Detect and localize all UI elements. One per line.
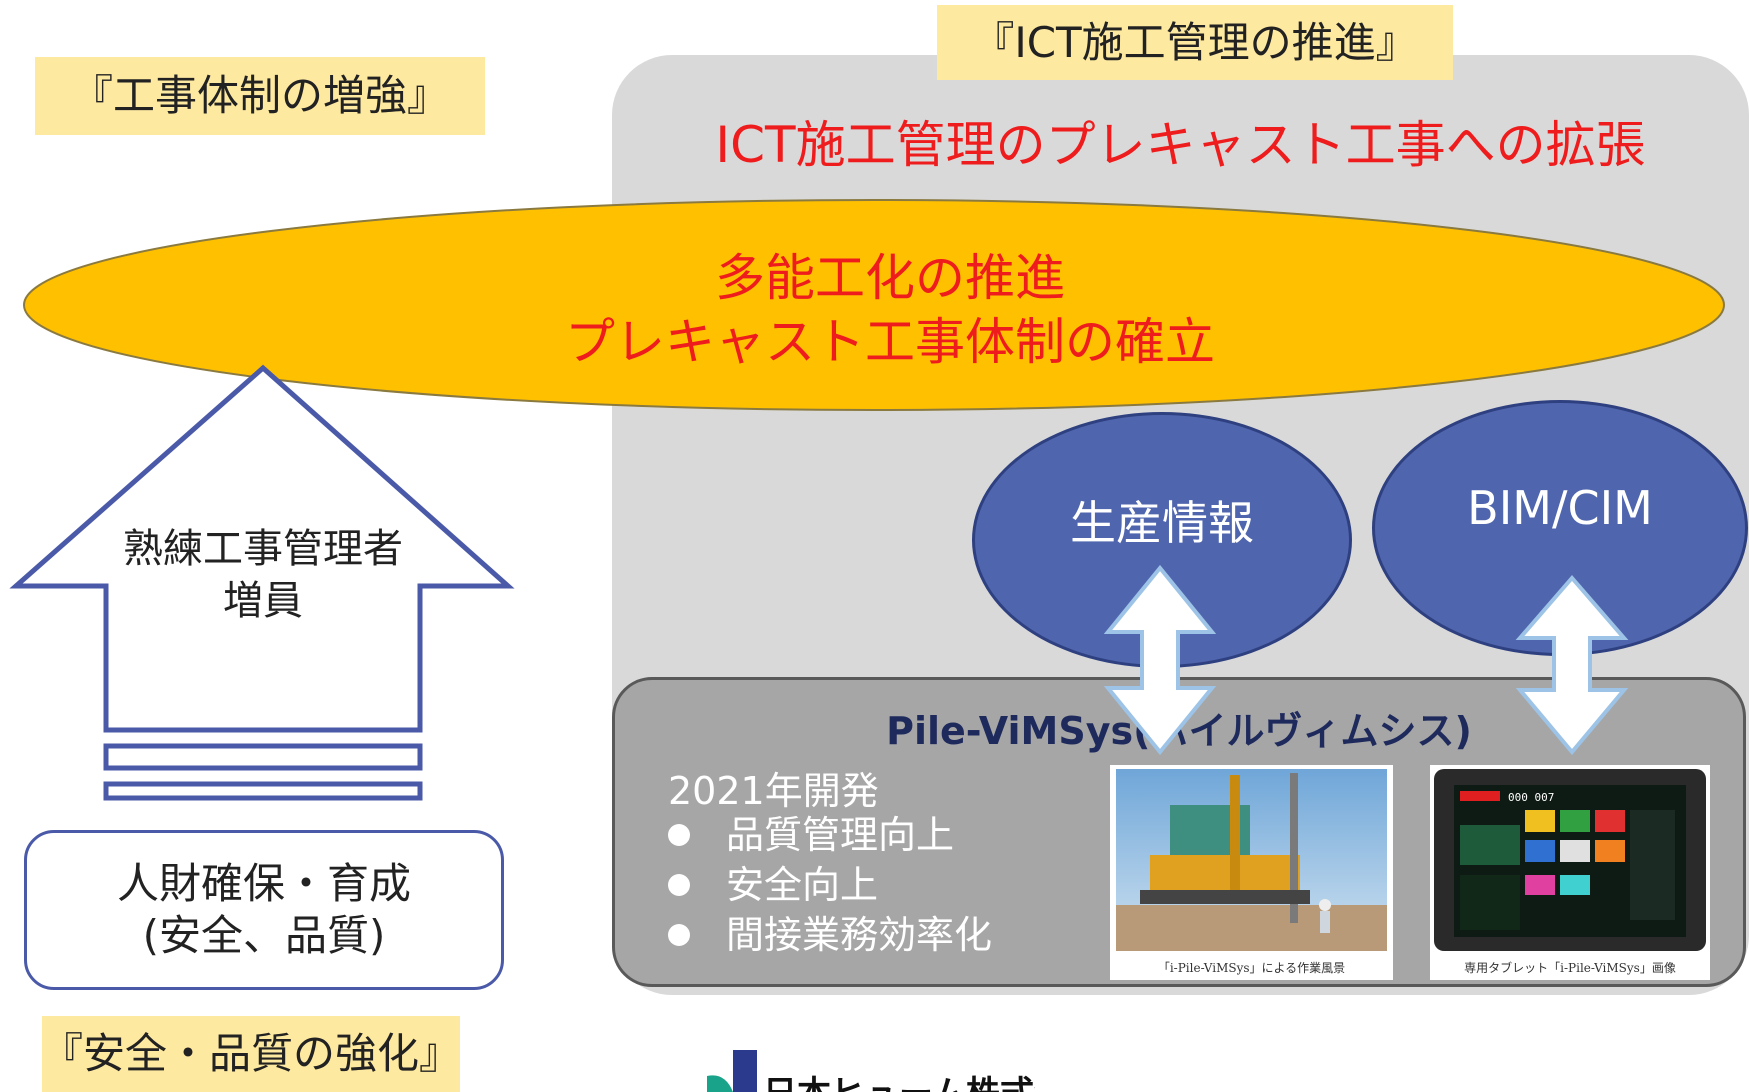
tablet-readout: 000 007 [1508,791,1555,804]
foundation-line2: (安全、品質) [142,911,386,960]
main-ellipse [23,199,1725,411]
arrow-text: 熟練工事管理者 増員 [106,520,420,630]
pile-vimsys-year: 2021年開発 [668,769,879,813]
tablet-illustration [1434,769,1706,951]
main-ellipse-line1: 多能工化の推進 [715,249,1065,307]
bullet-dot-icon [668,874,690,896]
logo-mark-icon [707,1050,757,1092]
workforce-tag: 『工事体制の増強』 [35,57,485,135]
company-logo: 日本ヒューム株式会社 [705,1046,1035,1092]
foundation-line1: 人財確保・育成 [116,859,411,908]
foundation-box: 人財確保・育成 (安全、品質) [24,830,504,990]
up-arrow [9,364,515,801]
double-arrow-production [1103,564,1217,756]
bim-cim-label: BIM/CIM [1467,481,1653,535]
main-ellipse-text: 多能工化の推進 プレキャスト工事体制の確立 [400,240,1380,380]
bullet-dot-icon [668,924,690,946]
arrow-line1: 熟練工事管理者 [123,526,403,572]
tablet-caption: 専用タブレット「i-Pile-ViMSys」画像 [1464,961,1676,975]
arrow-line2: 増員 [223,578,303,624]
bullet-item: 間接業務効率化 [668,910,992,960]
work-scene-photo: 「i-Pile-ViMSys」による作業風景 [1110,765,1393,980]
double-arrow-bim [1515,574,1629,756]
pile-rig-illustration [1116,769,1387,951]
production-info-label: 生産情報 [1070,496,1254,550]
work-scene-caption: 「i-Pile-ViMSys」による作業風景 [1157,961,1346,975]
logo-text: 日本ヒューム株式会社 [763,1066,1035,1092]
ict-heading: ICT施工管理のプレキャスト工事への拡張 [715,116,1646,174]
safety-tag: 『安全・品質の強化』 [41,1016,461,1092]
main-ellipse-line2: プレキャスト工事体制の確立 [565,313,1215,371]
bullet-dot-icon [668,824,690,846]
production-info-node: 生産情報 [972,412,1352,668]
pile-vimsys-bullets: 品質管理向上 安全向上 間接業務効率化 [668,810,992,960]
tablet-photo: 000 007 専用タブレット「i-Pile-ViMSys」画像 [1430,765,1710,980]
ict-tag: 『ICT施工管理の推進』 [937,5,1453,80]
bim-cim-node: BIM/CIM [1372,400,1748,656]
bullet-item: 品質管理向上 [668,810,992,860]
bullet-item: 安全向上 [668,860,992,910]
